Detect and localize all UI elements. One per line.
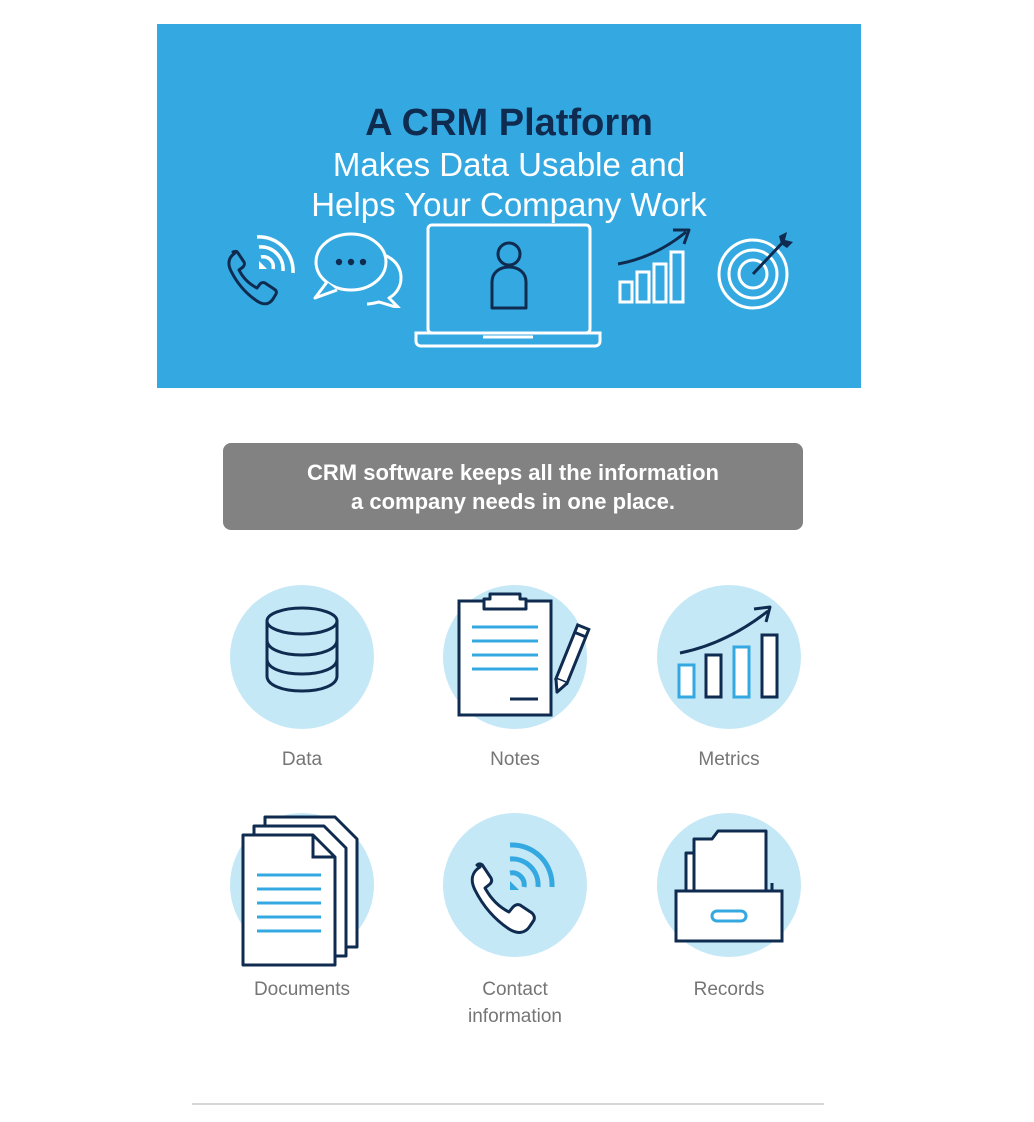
- feature-metrics: Metrics: [624, 585, 834, 775]
- feature-label-line1: Contact: [482, 979, 548, 1000]
- feature-label: Notes: [490, 749, 540, 770]
- feature-documents: Documents: [197, 813, 407, 1033]
- phone-icon: [470, 842, 555, 934]
- clipboard-icon: [457, 592, 591, 717]
- feature-label: Metrics: [698, 749, 760, 770]
- feature-records: Records: [624, 813, 834, 1033]
- feature-label: Documents: [253, 979, 351, 1000]
- caption-line1: CRM software keeps all the information: [307, 460, 719, 485]
- feature-label: Data: [281, 749, 323, 770]
- file-drawer-icon: [674, 829, 784, 943]
- feature-notes: Notes: [410, 585, 620, 775]
- feature-label: Records: [693, 979, 765, 1000]
- feature-label: Contact information: [410, 976, 620, 1030]
- bar-chart-icon: [677, 605, 779, 699]
- hero-banner: A CRM Platform Makes Data Usable and Hel…: [157, 24, 861, 388]
- feature-label-line2: information: [468, 1006, 562, 1027]
- laptop-user-icon: [414, 223, 602, 348]
- banner-title: A CRM Platform: [365, 102, 653, 144]
- growth-chart-icon: [617, 228, 691, 304]
- banner-subtitle-line2: Helps Your Company Work: [311, 186, 707, 223]
- feature-contact-information: Contact information: [410, 813, 620, 1033]
- caption-banner: CRM software keeps all the information a…: [223, 443, 803, 530]
- feature-data: Data: [197, 585, 407, 775]
- bottom-divider: [192, 1103, 824, 1105]
- banner-subtitle-line1: Makes Data Usable and: [332, 146, 686, 183]
- phone-signal-icon: [227, 235, 295, 306]
- target-icon: [717, 232, 793, 310]
- chat-bubbles-icon: [313, 232, 403, 308]
- database-icon: [265, 606, 339, 693]
- caption-line2: a company needs in one place.: [351, 489, 675, 514]
- documents-icon: [241, 815, 359, 967]
